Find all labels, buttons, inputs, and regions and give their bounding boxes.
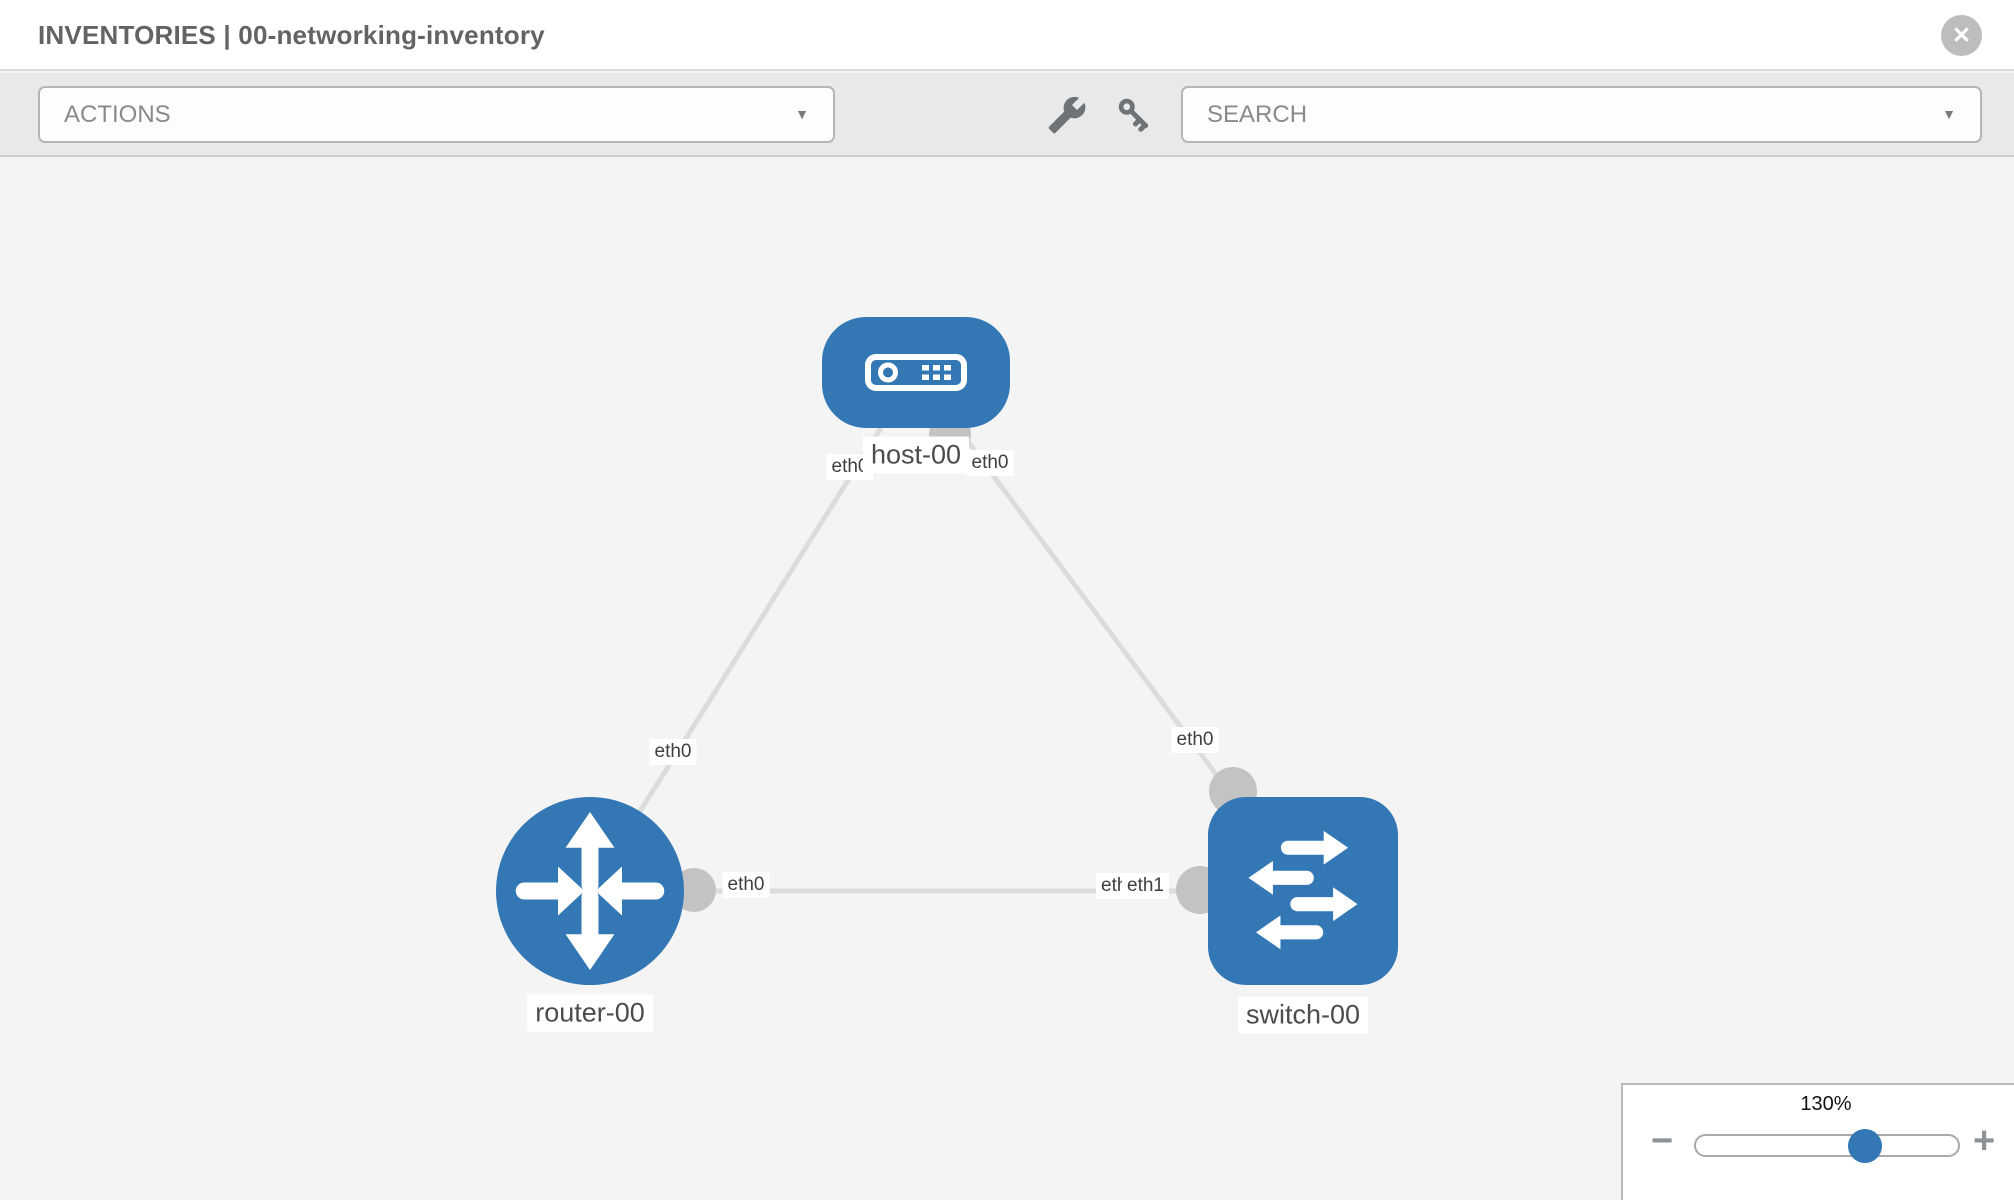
close-icon[interactable]: ✕ — [1941, 15, 1982, 56]
iface-label-eth0-host-right: eth0 — [966, 450, 1014, 476]
router-icon — [515, 812, 665, 970]
topology-canvas[interactable]: eth0 eth0 eth0 eth0 eth1 eth0 eth0 host-… — [0, 157, 2014, 1200]
zoom-slider-handle[interactable] — [1848, 1129, 1882, 1163]
iface-label-eth1-switch: eth1 — [1122, 873, 1169, 899]
topology-links-layer — [587, 370, 1306, 914]
chevron-down-icon: ▼ — [1942, 106, 1956, 122]
wrench-icon[interactable] — [1047, 95, 1087, 135]
actions-dropdown[interactable]: ACTIONS ▼ — [38, 86, 835, 143]
header-bar: INVENTORIES | 00-networking-inventory ✕ — [0, 0, 2014, 71]
zoom-level-value: 130% — [1800, 1093, 1852, 1115]
iface-label-eth0-host-switch: eth0 — [1171, 727, 1219, 753]
chevron-down-icon: ▼ — [795, 106, 809, 122]
switch-icon — [1248, 830, 1358, 950]
node-host-00[interactable] — [822, 317, 1010, 428]
page-title: INVENTORIES | 00-networking-inventory — [38, 20, 545, 50]
actions-dropdown-label: ACTIONS — [64, 101, 171, 128]
zoom-control-panel: 130% − + — [1621, 1083, 2014, 1200]
node-label-host-00: host-00 — [862, 436, 970, 474]
iface-label-eth0-router-switch: eth0 — [722, 872, 770, 898]
node-label-router-00: router-00 — [527, 994, 653, 1032]
search-dropdown-label: SEARCH — [1207, 101, 1308, 128]
search-dropdown[interactable]: SEARCH ▼ — [1181, 86, 1982, 143]
iface-label-eth0-host-router: eth0 — [649, 739, 697, 765]
key-icon[interactable] — [1115, 95, 1155, 135]
zoom-in-button[interactable]: + — [1973, 1120, 1996, 1162]
toolbar: ACTIONS ▼ SEARCH ▼ — [0, 73, 2014, 157]
node-switch-00[interactable] — [1208, 797, 1398, 985]
node-router-00[interactable] — [496, 797, 684, 985]
zoom-out-button[interactable]: − — [1651, 1120, 1674, 1162]
host-icon — [865, 354, 967, 391]
zoom-slider-track[interactable] — [1694, 1134, 1960, 1157]
node-label-switch-00: switch-00 — [1237, 996, 1369, 1034]
